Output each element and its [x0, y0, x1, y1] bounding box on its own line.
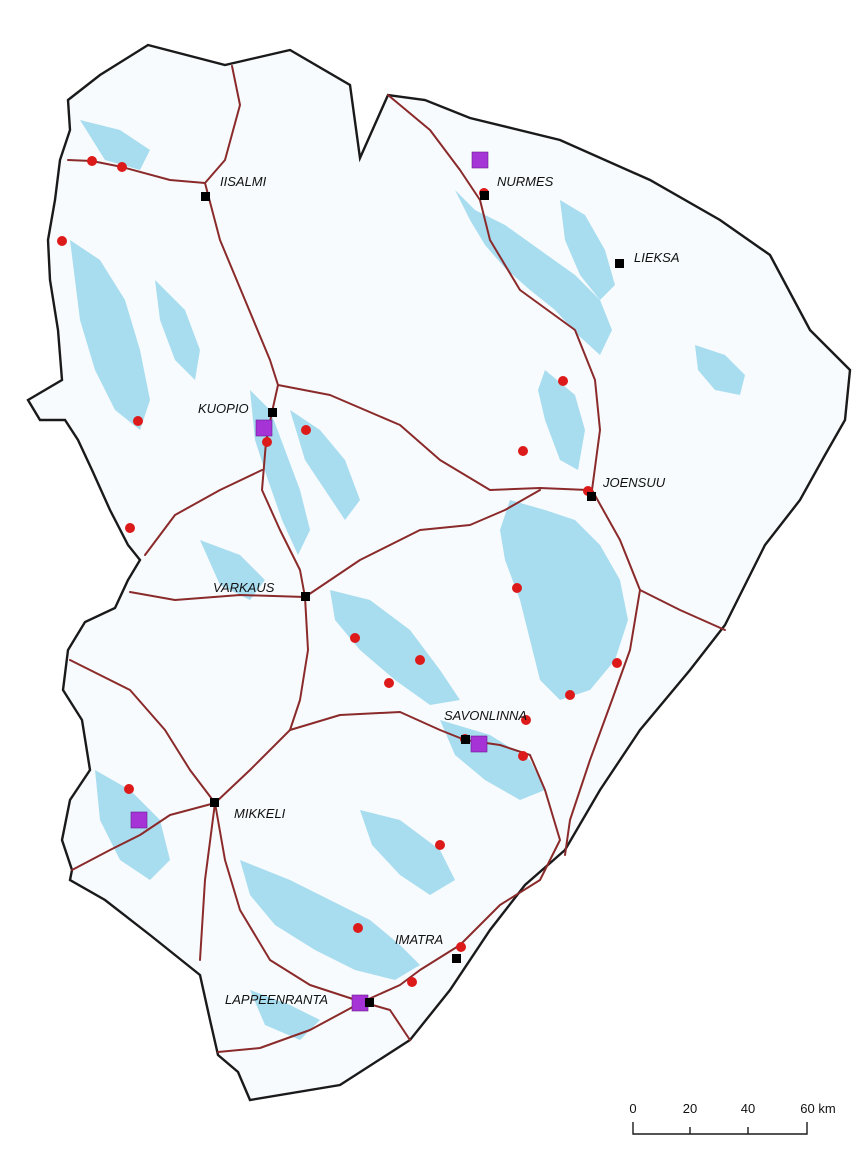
- lake-west-a: [70, 240, 150, 430]
- red-point: [353, 923, 363, 933]
- purple-squares: [130, 151, 489, 1012]
- road: [71, 802, 216, 871]
- lake-pyhaselka: [538, 370, 585, 470]
- red-point: [87, 156, 97, 166]
- scale-tick-label: 60 km: [800, 1101, 835, 1116]
- red-point: [124, 784, 134, 794]
- scale-bar: 0 20 40 60 km: [629, 1101, 836, 1135]
- city-label-nurmes: NURMES: [497, 174, 554, 189]
- road: [214, 596, 309, 804]
- red-point: [384, 678, 394, 688]
- lake-pielinen: [560, 200, 615, 300]
- road: [564, 489, 641, 856]
- scale-tick-label: 0: [629, 1101, 636, 1116]
- purple-square: [255, 419, 273, 437]
- city-labels: IISALMI NURMES LIEKSA KUOPIO JOENSUU VAR…: [198, 174, 680, 1007]
- lake-varkaus: [200, 540, 265, 600]
- red-point: [262, 437, 272, 447]
- city-label-lieksa: LIEKSA: [634, 250, 680, 265]
- road: [69, 659, 216, 804]
- city-marker: [201, 192, 210, 201]
- red-point: [350, 633, 360, 643]
- scale-bar-line: [632, 1122, 808, 1135]
- road: [289, 711, 561, 1003]
- road: [199, 802, 216, 961]
- city-marker: [210, 798, 219, 807]
- city-marker: [615, 259, 624, 268]
- city-marker: [268, 408, 277, 417]
- road: [277, 384, 589, 491]
- city-marker: [461, 735, 470, 744]
- lake-nurmes: [455, 190, 612, 355]
- red-point: [612, 658, 622, 668]
- road: [387, 94, 601, 491]
- red-point: [117, 162, 127, 172]
- lake-saimaa-c: [360, 810, 455, 895]
- city-label-joensuu: JOENSUU: [602, 475, 666, 490]
- red-point: [512, 583, 522, 593]
- lake-saimaa-b: [240, 860, 420, 980]
- region-boundary: [26, 43, 852, 1102]
- lake-south: [250, 990, 320, 1040]
- scale-tick-label: 40: [741, 1101, 755, 1116]
- red-point: [558, 376, 568, 386]
- red-point: [415, 655, 425, 665]
- road: [129, 489, 541, 601]
- road: [217, 1001, 363, 1053]
- road: [639, 589, 726, 631]
- red-point: [57, 236, 67, 246]
- city-marker: [301, 592, 310, 601]
- red-point: [518, 751, 528, 761]
- red-point: [456, 942, 466, 952]
- scale-tick-label: 20: [683, 1101, 697, 1116]
- red-point: [435, 840, 445, 850]
- lake-west-b: [155, 280, 200, 380]
- city-label-varkaus: VARKAUS: [213, 580, 275, 595]
- road: [214, 802, 363, 1003]
- red-point: [125, 523, 135, 533]
- road: [67, 65, 241, 184]
- lake-central: [330, 590, 460, 705]
- city-label-lappeenranta: LAPPEENRANTA: [225, 992, 328, 1007]
- lake-northwest: [80, 120, 150, 170]
- lake-orivesi: [500, 500, 628, 700]
- purple-square: [470, 735, 488, 753]
- purple-square: [471, 151, 489, 169]
- red-point: [301, 425, 311, 435]
- lake-east: [695, 345, 745, 395]
- city-marker: [587, 492, 596, 501]
- city-label-imatra: IMATRA: [395, 932, 443, 947]
- city-marker: [480, 191, 489, 200]
- city-label-kuopio: KUOPIO: [198, 401, 249, 416]
- city-label-iisalmi: IISALMI: [220, 174, 267, 189]
- red-point: [407, 977, 417, 987]
- red-point: [518, 446, 528, 456]
- red-point: [521, 715, 531, 725]
- lake-kuopio-b: [290, 410, 360, 520]
- city-label-savonlinna: SAVONLINNA: [444, 708, 527, 723]
- city-markers: [201, 191, 624, 1007]
- road: [144, 469, 263, 556]
- purple-square: [130, 811, 148, 829]
- red-point: [133, 416, 143, 426]
- city-marker: [452, 954, 461, 963]
- red-points: [57, 156, 622, 987]
- city-marker: [365, 998, 374, 1007]
- city-label-mikkeli: MIKKELI: [234, 806, 286, 821]
- red-point: [565, 690, 575, 700]
